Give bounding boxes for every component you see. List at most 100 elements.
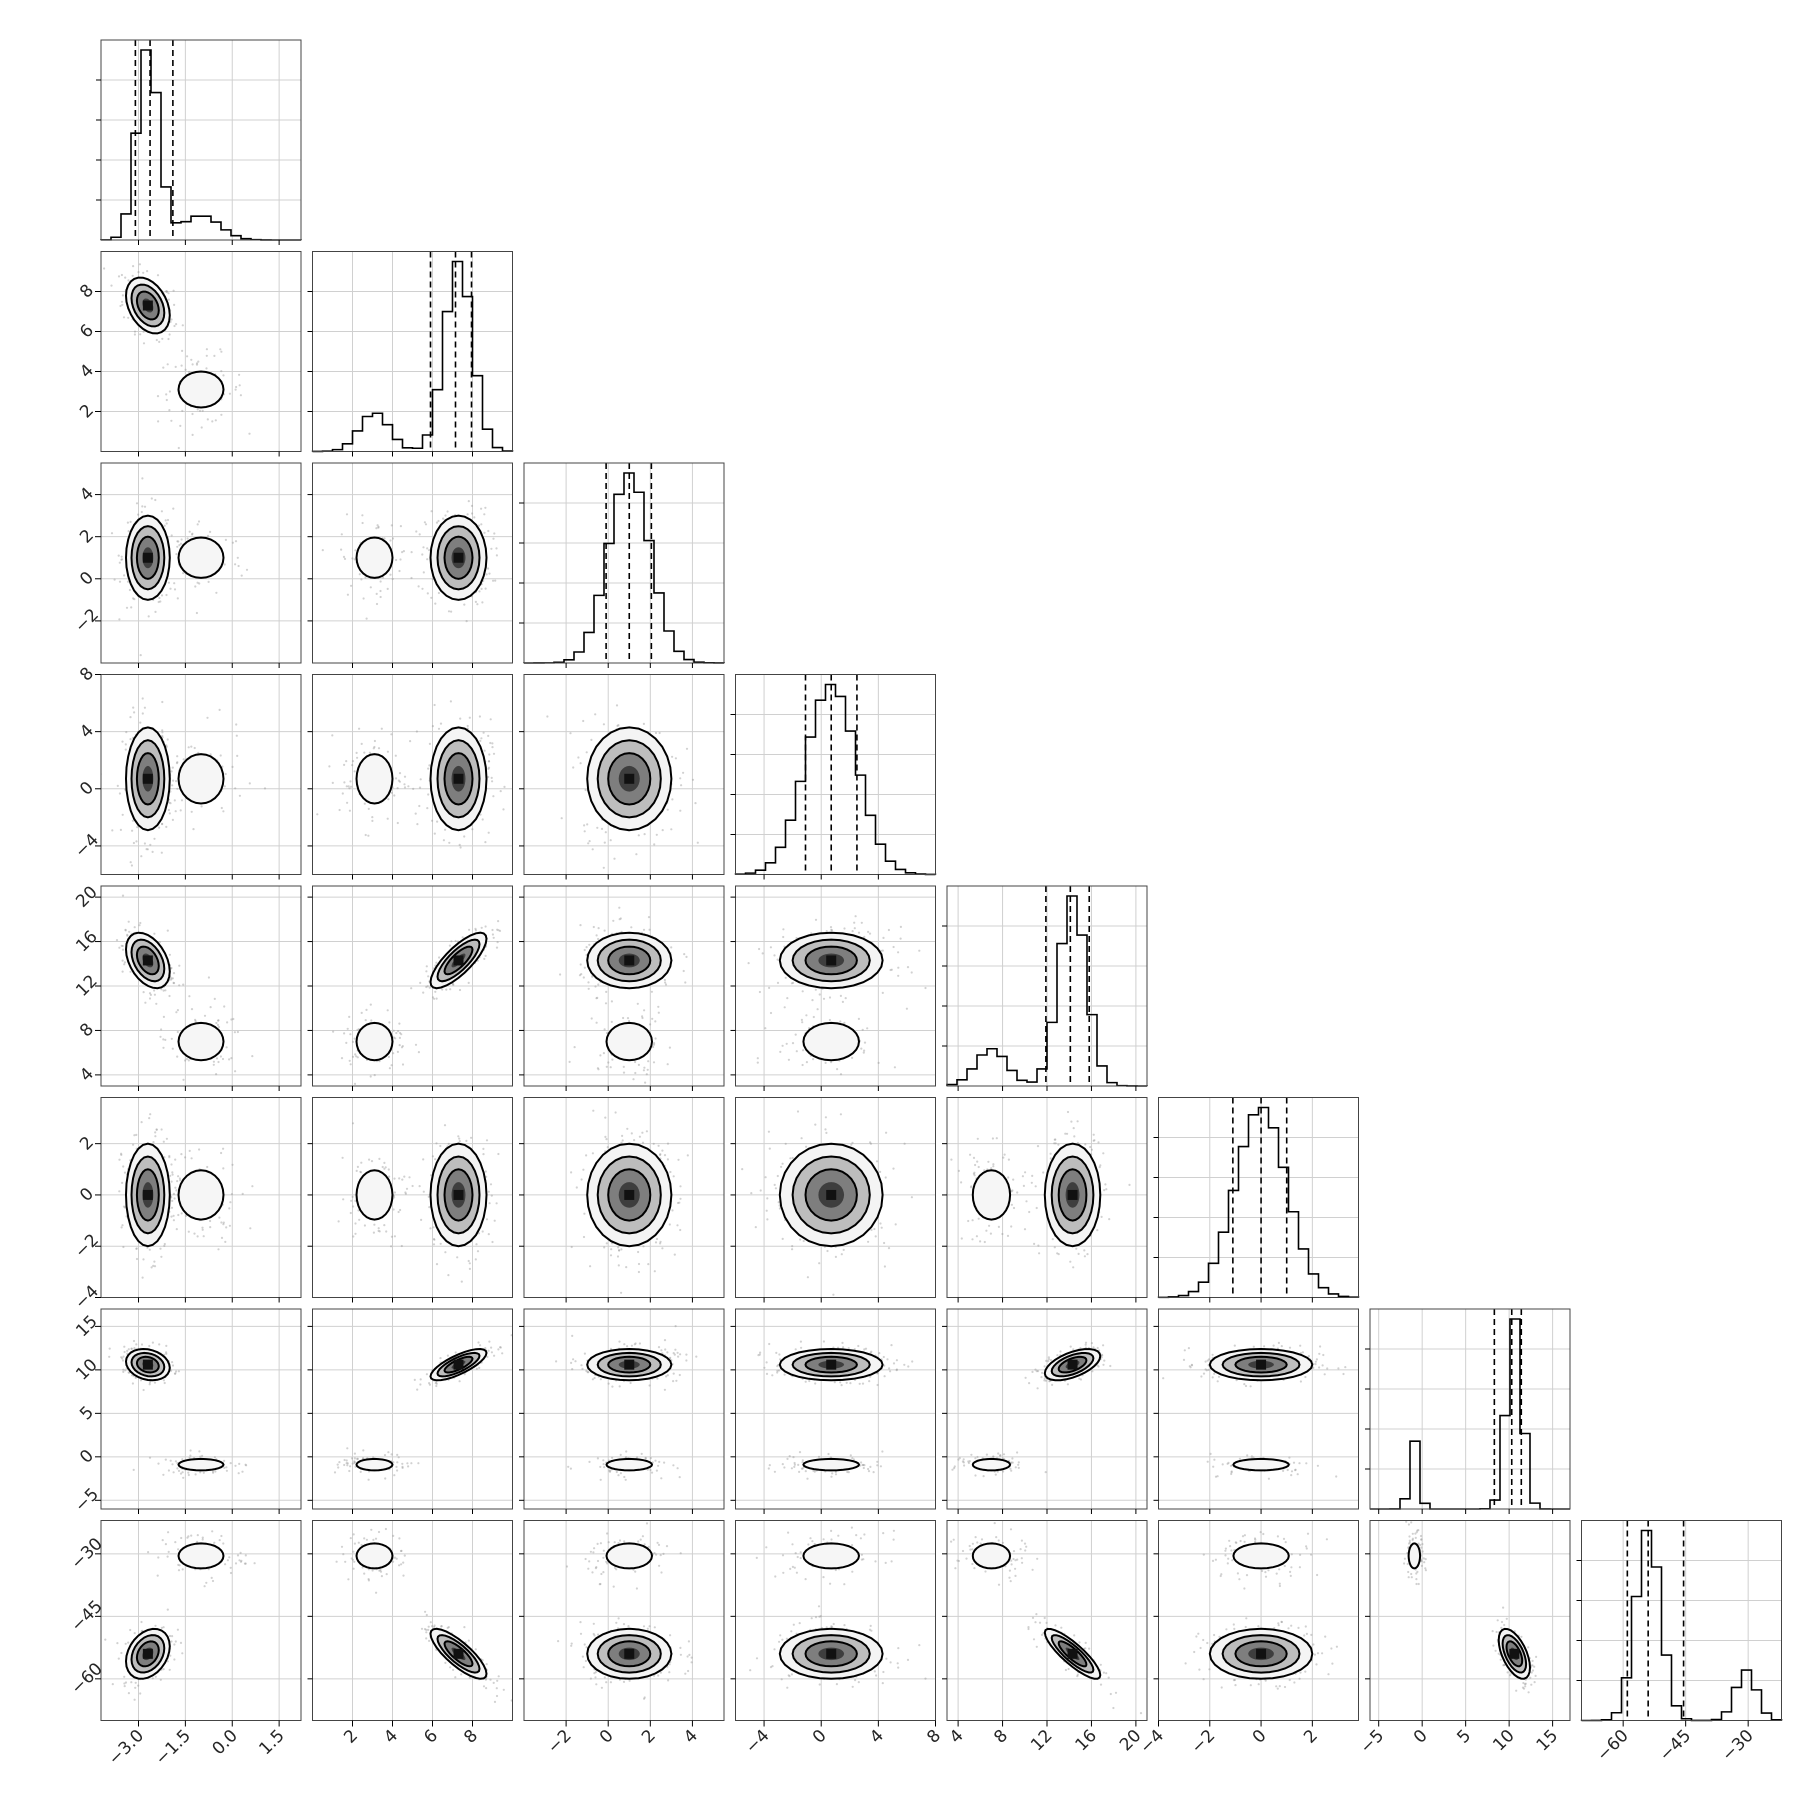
contour-7-3-0-0 (778, 1627, 884, 1680)
histogram-panel-7 (1581, 1520, 1783, 1722)
contour-7-5-1-0 (1232, 1542, 1290, 1570)
contour-4-0-0-0 (124, 931, 171, 990)
scatter-panel-5-4 (946, 1097, 1148, 1298)
contour-7-3-1-0 (802, 1542, 861, 1570)
contour-5-2-0-0 (586, 1142, 673, 1248)
y-tick-label-2-0: −2 (71, 605, 103, 637)
scatter-panel-6-3 (735, 1308, 936, 1510)
contour-7-6-0-1 (1501, 1634, 1528, 1674)
contour-4-3-0-1 (791, 938, 871, 983)
contour-6-0-0-1 (130, 1351, 166, 1378)
scatter-panel-4-2 (523, 885, 725, 1087)
contour-2-0-0-2 (135, 535, 160, 580)
x-tick-label-4-1: 8 (990, 1726, 1012, 1748)
scatter-panel-6-2 (523, 1308, 725, 1510)
contour-5-2-0-2 (607, 1168, 652, 1222)
y-tick-label-1-1: 4 (76, 361, 98, 383)
contour-3-2-0-1 (596, 739, 662, 819)
contour-7-1-1-0 (355, 1542, 394, 1570)
x-tick-label-6-2: 5 (1453, 1726, 1475, 1748)
y-tick-label-1-3: 8 (76, 281, 98, 303)
contour-6-5-1-0 (1232, 1457, 1290, 1472)
scatter-panel-6-4 (946, 1308, 1148, 1510)
x-tick-label-5-3: 2 (1300, 1726, 1322, 1748)
contour-3-1-0-2 (443, 752, 474, 806)
contour-4-3-0-0 (778, 931, 884, 990)
scatter-panel-5-3 (735, 1097, 936, 1298)
x-tick-label-4-0: 4 (946, 1726, 968, 1748)
contour-6-0-1-0 (177, 1457, 225, 1472)
x-tick-label-0-0: −3.0 (105, 1726, 148, 1769)
contour-6-2-1-0 (605, 1457, 654, 1472)
scatter-panel-5-0 (100, 1097, 302, 1298)
histogram-1 (311, 260, 514, 453)
y-tick-label-2-1: 0 (76, 568, 98, 590)
histogram-4 (946, 895, 1147, 1087)
x-tick-label-3-2: 4 (866, 1726, 888, 1748)
histogram-panel-6 (1369, 1308, 1571, 1510)
contour-3-2-0-0 (586, 726, 673, 832)
contour-4-3-1-0 (802, 1021, 861, 1062)
contour-6-1-0-0 (429, 1347, 488, 1382)
contour-2-1-0-0 (429, 514, 488, 601)
contour-2-0-0-1 (130, 525, 166, 591)
contour-1-0-1-0 (177, 370, 225, 409)
contour-7-0-0-0 (124, 1627, 171, 1680)
contour-7-6-0-0 (1497, 1627, 1532, 1680)
histogram-panel-3 (734, 674, 937, 876)
contour-2-0-0-0 (124, 514, 171, 601)
scatter-panel-7-6 (1369, 1520, 1571, 1721)
y-tick-label-5-0: −4 (71, 1282, 103, 1314)
y-tick-label-3-0: −4 (71, 830, 103, 862)
y-tick-label-6-0: −5 (71, 1484, 103, 1516)
contour-1-0-0-0 (124, 276, 171, 335)
contour-5-4-1-0 (971, 1169, 1012, 1221)
contour-4-2-0-2 (607, 945, 652, 976)
contour-6-1-0-2 (443, 1355, 474, 1374)
x-tick-label-4-3: 16 (1072, 1726, 1101, 1755)
scatter-panel-1-0 (100, 251, 302, 452)
contour-6-3-0-1 (791, 1351, 871, 1378)
scatter-panel-7-4 (946, 1520, 1148, 1721)
y-tick-label-1-0: 2 (76, 401, 98, 423)
contour-6-2-0-0 (586, 1347, 673, 1382)
scatter-panel-3-2 (523, 674, 725, 875)
contour-2-1-1-0 (355, 536, 394, 579)
contour-4-2-1-0 (605, 1021, 654, 1062)
contour-4-0-0-1 (130, 938, 166, 983)
contour-1-0-0-2 (135, 290, 160, 321)
contour-3-0-0-1 (130, 739, 166, 819)
scatter-panel-7-3 (735, 1520, 936, 1721)
scatter-panel-7-0 (100, 1520, 302, 1721)
x-tick-label-1-1: 4 (380, 1726, 402, 1748)
scatter-panel-2-0 (100, 462, 302, 664)
contour-7-0-0-1 (130, 1634, 166, 1674)
contour-4-0-1-0 (177, 1021, 225, 1062)
histogram-5 (1157, 1106, 1360, 1299)
y-tick-label-3-3: 8 (76, 664, 98, 686)
y-tick-label-6-2: 5 (76, 1402, 98, 1424)
contour-7-6-1-0 (1407, 1542, 1422, 1570)
contour-1-0-0-1 (130, 283, 166, 328)
contour-7-5-0-2 (1234, 1640, 1288, 1668)
y-tick-label-4-1: 8 (76, 1020, 98, 1042)
contour-4-0-0-2 (135, 945, 160, 976)
histogram-panel-1 (311, 251, 514, 453)
scatter-panel-6-1 (312, 1308, 513, 1510)
scatter-panel-6-0 (100, 1308, 302, 1510)
contour-6-4-0-2 (1057, 1355, 1088, 1374)
y-tick-label-5-3: 2 (76, 1133, 98, 1155)
contour-5-3-0-2 (804, 1168, 858, 1222)
contour-5-4-0-2 (1057, 1168, 1088, 1222)
x-tick-label-5-2: 0 (1249, 1726, 1271, 1748)
contour-6-0-0-2 (135, 1355, 160, 1374)
contour-5-4-0-1 (1050, 1155, 1095, 1235)
histogram-panel-0 (100, 39, 302, 241)
contour-7-3-0-1 (791, 1634, 871, 1674)
contour-6-2-0-2 (607, 1355, 652, 1374)
histogram-panel-5 (1157, 1097, 1360, 1299)
y-tick-label-6-4: 15 (72, 1312, 101, 1341)
contour-7-2-0-0 (586, 1627, 673, 1680)
y-tick-label-5-1: −2 (71, 1230, 103, 1262)
